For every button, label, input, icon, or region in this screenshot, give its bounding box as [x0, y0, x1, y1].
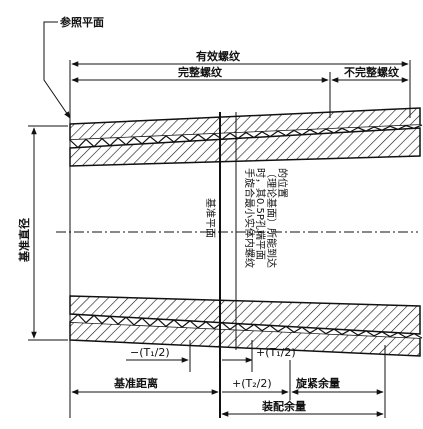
- note-line-4: 的位置: [276, 168, 289, 198]
- plus-t2-label: +(T₂/2): [232, 377, 272, 390]
- reference-plane-label: 参照平面: [60, 15, 104, 29]
- note-line-2: 时，其0.5P孔端平面: [254, 168, 267, 260]
- gauge-diameter-label: 基准直径: [17, 218, 31, 263]
- upper-pipe-wall: [69, 127, 421, 167]
- wrenching-allowance-label: 旋紧余量: [295, 376, 340, 390]
- incomplete-thread-label: 不完整螺纹: [344, 65, 400, 79]
- reference-plane-leader: [43, 21, 71, 119]
- gauge-plane-label: 基准平面: [204, 198, 217, 238]
- lower-thread-teeth: [69, 313, 423, 339]
- lower-thread-zigzag: [69, 313, 423, 339]
- gauge-length-label: 基准距离: [113, 376, 158, 390]
- note-line-1: 手旋合最小实体内螺纹: [243, 168, 256, 268]
- lower-pipe-wall: [69, 295, 421, 335]
- note-line-3: （理论基面）所能到达: [265, 168, 278, 268]
- assembly-allowance-label: 装配余量: [261, 399, 306, 413]
- upper-thread-zigzag: [69, 124, 423, 149]
- complete-thread-label: 完整螺纹: [178, 65, 223, 79]
- effective-thread-label: 有效螺纹: [196, 49, 241, 63]
- minus-t1-label: −(T₁/2): [130, 346, 170, 359]
- upper-thread-teeth: [69, 124, 423, 149]
- plus-t1-label: +(T₁/2): [256, 346, 296, 359]
